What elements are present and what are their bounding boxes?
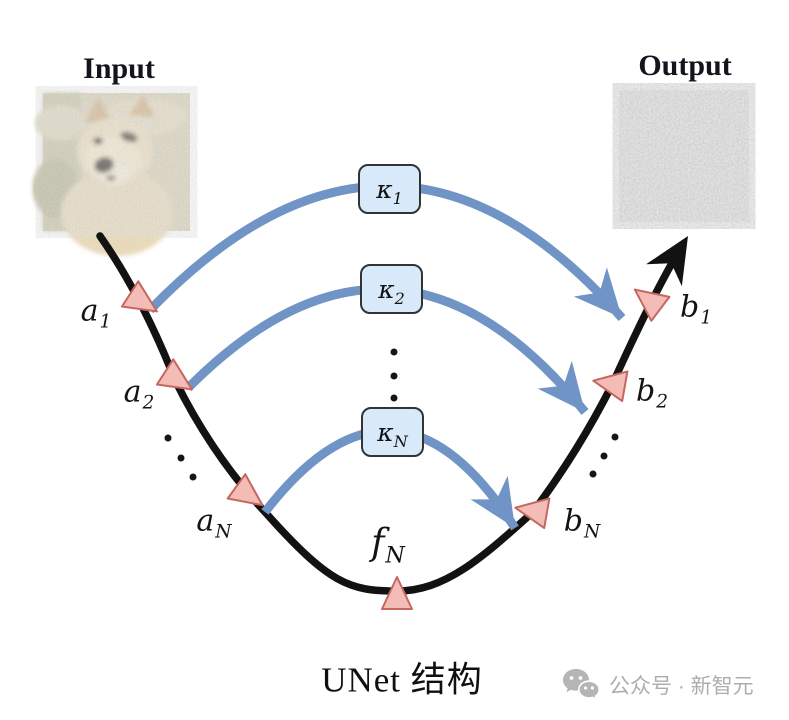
node-label-aN: aN — [196, 503, 231, 542]
output-image — [619, 90, 749, 222]
node-marker-b2 — [592, 370, 629, 403]
wechat-eye — [578, 676, 583, 680]
ellipsis-dots-left — [164, 434, 197, 481]
node-marker-aN — [226, 473, 264, 507]
kappa-box-N: κN — [361, 407, 424, 457]
skip-arrowheads — [470, 267, 622, 528]
wechat-bubble-small — [577, 680, 600, 701]
node-label-sub: 2 — [142, 392, 155, 414]
node-marker-bN — [514, 497, 551, 530]
kappa-label-sub: 1 — [392, 188, 403, 208]
skip-arrowhead-k1 — [573, 267, 622, 318]
wechat-eye — [590, 686, 594, 690]
kappa-label-base: κ — [376, 174, 393, 204]
input-label: Input — [83, 52, 155, 85]
kappa-label-sub: 2 — [394, 288, 405, 308]
kappa-label-sub: N — [393, 431, 408, 451]
node-label-base: b — [635, 373, 656, 409]
watermark: 公众号 · 新智元 — [562, 668, 754, 702]
node-label-base: a — [123, 374, 142, 410]
figure-caption: UNet 结构 — [321, 660, 483, 700]
wechat-icon — [563, 669, 600, 701]
node-marker-fN — [381, 576, 413, 610]
kappa-label-N: κN — [377, 417, 407, 450]
node-label-fN: fN — [371, 522, 405, 567]
kappa-label-2: κ2 — [378, 274, 405, 307]
wechat-eye — [584, 686, 588, 690]
node-label-b2: b2 — [635, 373, 668, 412]
node-label-sub: 2 — [656, 391, 669, 413]
node-label-sub: N — [385, 542, 405, 569]
node-label-base: f — [371, 522, 385, 564]
skip-arcs — [146, 181, 626, 531]
kappa-box-2: κ2 — [360, 264, 423, 314]
skip-arrowhead-kN — [470, 475, 515, 528]
input-noise-overlay — [43, 93, 190, 231]
node-label-sub: 1 — [99, 311, 112, 333]
node-marker-a2 — [155, 358, 193, 391]
node-label-a1: a1 — [80, 293, 112, 332]
output-label: Output — [638, 49, 732, 82]
kappa-label-base: κ — [377, 417, 394, 447]
node-marker-a1 — [120, 280, 158, 313]
kappa-label-1: κ1 — [376, 174, 403, 207]
output-noise-overlay — [619, 90, 749, 222]
output-arrowhead — [646, 236, 688, 287]
node-label-a2: a2 — [123, 374, 155, 413]
node-label-sub: 1 — [700, 307, 713, 329]
node-label-b1: b1 — [679, 289, 712, 328]
skip-arrowhead-k2 — [537, 360, 585, 412]
ellipsis-dots-right — [589, 433, 619, 478]
node-label-sub: N — [583, 521, 601, 543]
watermark-text: 公众号 · 新智元 — [609, 675, 754, 698]
ellipsis-dots-middle — [390, 348, 398, 402]
node-marker-b1 — [633, 288, 671, 322]
node-label-sub: N — [215, 521, 232, 543]
node-label-base: b — [563, 503, 583, 539]
node-markers — [120, 280, 671, 610]
input-image — [33, 93, 190, 256]
kappa-label-base: κ — [378, 274, 395, 304]
node-label-bN: bN — [563, 503, 601, 542]
node-label-base: a — [196, 503, 215, 539]
wechat-eye — [569, 676, 574, 680]
node-label-base: b — [679, 289, 700, 325]
node-label-base: a — [80, 293, 99, 329]
kappa-box-1: κ1 — [358, 164, 421, 214]
